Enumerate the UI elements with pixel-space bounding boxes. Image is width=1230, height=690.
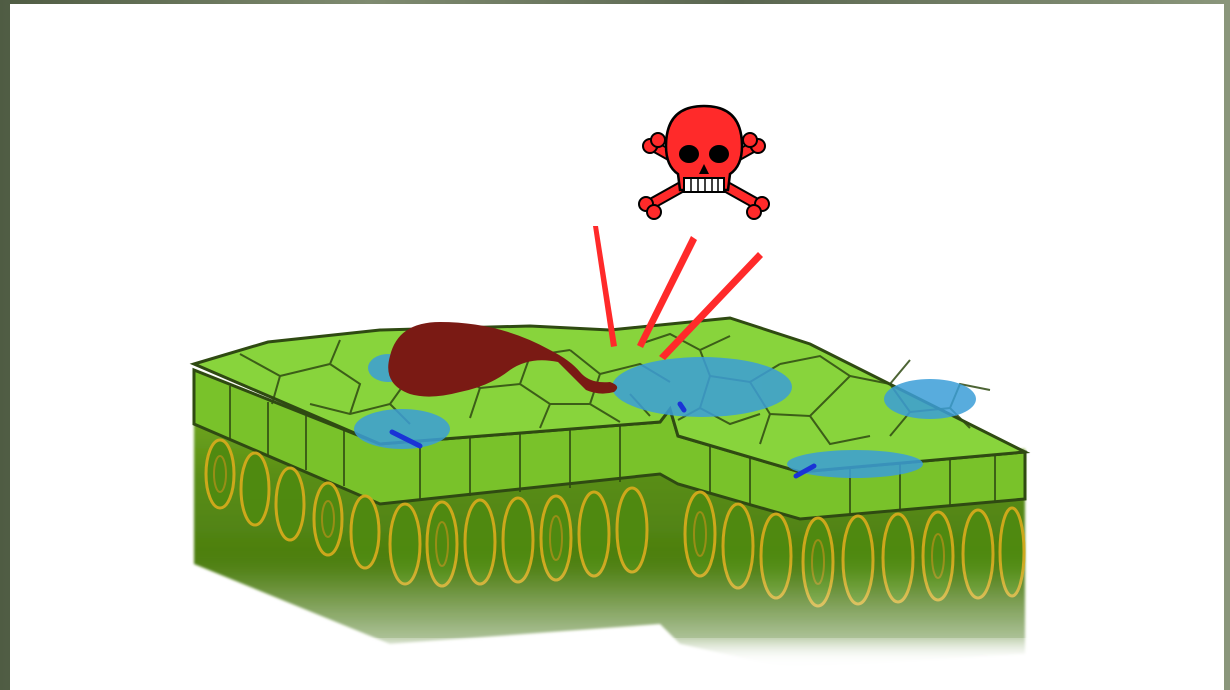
leaf-cross-section-diagram <box>10 4 1224 690</box>
skull-crossbones-icon <box>639 106 769 219</box>
diagram-canvas <box>10 4 1224 690</box>
